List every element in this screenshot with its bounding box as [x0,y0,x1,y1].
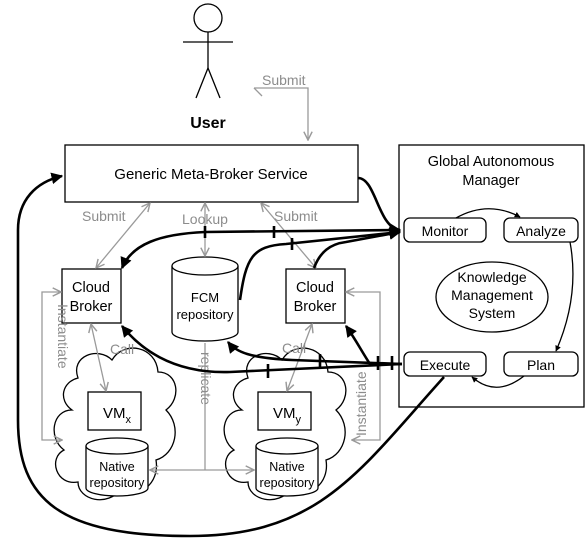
fcm-to-monitor-arrow [238,227,402,301]
cloud-broker-right-label-1: Cloud [296,280,334,296]
native-repository-left-label-1: Native [99,460,134,474]
call-left-arrow [91,324,106,391]
submit-user-arrow [254,87,308,140]
kms-label-3: System [469,305,516,321]
execute-box [403,351,487,377]
cloud-broker-left-label-2: Broker [70,299,113,315]
cloud-broker-left-box [61,268,122,324]
monitor-label: Monitor [422,223,469,239]
instantiate-right-label: Instantiate [353,371,369,436]
kms-label-1: Knowledge [457,269,526,285]
plan-box [503,351,579,377]
gam-title-2: Manager [462,173,519,189]
call-right-arrow [287,324,312,391]
plan-to-execute-arrow [471,375,525,388]
vm-y-box [257,391,312,431]
vm-y-label: VMy [273,405,302,426]
user-actor [183,3,233,99]
native-repository-left-cylinder [85,437,149,497]
execute-to-fcm-arrow [226,341,403,366]
instantiate-left-label: Instantiate [55,304,71,369]
meta-broker-box [64,144,359,203]
lookup-label: Lookup [182,211,228,227]
execute-to-right-broker-arrow [344,325,402,366]
analyze-box [503,217,579,243]
instantiate-left-arrow [41,292,62,440]
native-repository-left-label-2: repository [90,476,146,490]
fcm-repository-label-1: FCM [191,290,219,305]
native-repository-right-label-2: repository [260,476,316,490]
vm-x-box [87,391,142,431]
execute-to-meta-broker-loop-arrow [16,172,445,538]
analyze-label: Analyze [516,223,566,239]
vm-x-label: VMx [103,405,132,426]
gam-title-1: Global Autonomous [428,154,555,170]
broker-to-monitor-arrow [357,176,402,235]
right-broker-to-monitor-arrow [312,228,402,269]
submit-left-label: Submit [82,208,126,224]
call-right-label: Call [282,340,306,356]
cloud-broker-right-label-2: Broker [294,299,337,315]
submit-user-label: Submit [262,72,306,88]
user-label: User [190,115,226,132]
replicate-label: replicate [198,352,214,405]
meta-broker-label: Generic Meta-Broker Service [114,166,307,183]
fcm-repository-label-2: repository [176,307,234,322]
execute-label: Execute [420,357,471,373]
call-left-label: Call [110,341,134,357]
cloud-broker-left-label-1: Cloud [72,280,110,296]
monitor-to-left-broker-arrow [120,224,402,270]
monitor-box [403,217,487,243]
submit-right-label: Submit [274,208,318,224]
kms-ellipse [435,261,549,333]
analyze-to-plan-arrow [555,241,574,352]
monitor-to-analyze-arrow [455,208,521,219]
execute-to-left-broker-arrow [120,325,403,374]
native-repository-right-cylinder [255,437,319,497]
plan-label: Plan [527,357,555,373]
kms-label-2: Management [451,287,533,303]
native-repository-right-label-1: Native [269,460,304,474]
